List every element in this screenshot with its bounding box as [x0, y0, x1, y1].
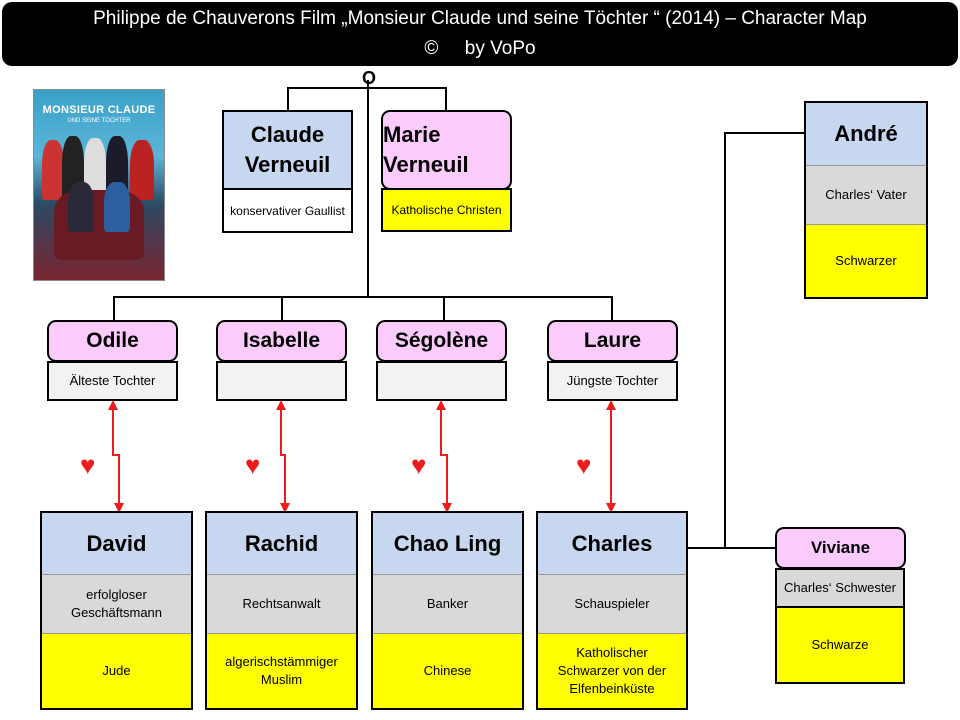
rachid-name: Rachid — [207, 513, 356, 574]
viviane-desc: Charles‘ Schwester — [784, 580, 896, 595]
daughter-drop-segolene — [443, 296, 445, 321]
charles-name: Charles — [538, 513, 686, 574]
character-rachid: Rachid Rechtsanwalt algerischstämmiger M… — [205, 511, 358, 710]
poster-subtitle: UND SEINE TÖCHTER — [67, 118, 131, 124]
title-bar: Philippe de Chauverons Film „Monsieur Cl… — [2, 2, 958, 66]
david-job: erfolgloser Geschäftsmann — [42, 574, 191, 633]
marie-name: Marie Verneuil — [381, 110, 512, 190]
parent-link-right — [445, 87, 447, 111]
chaoling-job: Banker — [373, 574, 522, 633]
charles-link-h — [686, 547, 726, 549]
claude-name: Claude Verneuil — [224, 112, 351, 190]
viviane-origin-box: Schwarze — [775, 606, 905, 684]
claude-desc: konservativer Gaullist — [224, 190, 351, 231]
charles-origin: Katholischer Schwarzer von der Elfenbein… — [538, 633, 686, 708]
chaoling-origin: Chinese — [373, 633, 522, 708]
daughter-odile-desc: Älteste Tochter — [69, 373, 156, 388]
heart-icon: ♥ — [411, 450, 427, 480]
movie-poster: MONSIEUR CLAUDE UND SEINE TÖCHTER — [33, 89, 165, 281]
heart-icon: ♥ — [576, 450, 592, 480]
viviane-desc-box: Charles‘ Schwester — [775, 568, 905, 608]
character-claude: Claude Verneuil konservativer Gaullist — [222, 110, 353, 233]
daughter-drop-isabelle — [281, 296, 283, 321]
family-trunk — [367, 80, 369, 298]
andre-link-h — [724, 132, 806, 134]
daughter-drop-odile — [113, 296, 115, 321]
daughter-drop-laure — [611, 296, 613, 321]
david-origin: Jude — [42, 633, 191, 708]
character-charles: Charles Schauspieler Katholischer Schwar… — [536, 511, 688, 710]
character-chaoling: Chao Ling Banker Chinese — [371, 511, 524, 710]
marie-desc: Katholische Christen — [391, 203, 502, 217]
daughter-segolene-name: Ségolène — [376, 320, 507, 362]
viviane-name: Viviane — [775, 527, 906, 569]
andre-origin: Schwarzer — [806, 224, 926, 297]
love-arrow-odile-david — [108, 400, 124, 513]
character-david: David erfolgloser Geschäftsmann Jude — [40, 511, 193, 710]
daughter-laure-name: Laure — [547, 320, 678, 362]
charles-job: Schauspieler — [538, 574, 686, 633]
andre-link-v — [724, 132, 726, 549]
title-line-1: Philippe de Chauverons Film „Monsieur Cl… — [93, 8, 867, 29]
heart-icon: ♥ — [80, 450, 96, 480]
marriage-marker: O — [362, 68, 377, 88]
marie-desc-box: Katholische Christen — [381, 188, 512, 232]
character-andre: André Charles‘ Vater Schwarzer — [804, 101, 928, 299]
parent-link-left — [287, 87, 289, 111]
daughter-isabelle-name: Isabelle — [216, 320, 347, 362]
chaoling-name: Chao Ling — [373, 513, 522, 574]
rachid-origin: algerischstämmiger Muslim — [207, 633, 356, 708]
daughter-odile-desc-box: Älteste Tochter — [47, 361, 178, 401]
rachid-job: Rechtsanwalt — [207, 574, 356, 633]
david-name: David — [42, 513, 191, 574]
heart-icon: ♥ — [245, 450, 261, 480]
andre-name: André — [806, 103, 926, 165]
viviane-origin: Schwarze — [811, 637, 869, 652]
viviane-link-h — [724, 547, 776, 549]
love-arrow-segolene-chaoling — [436, 400, 452, 513]
daughter-laure-desc: Jüngste Tochter — [566, 373, 659, 388]
daughter-branch — [113, 296, 613, 298]
title-line-2: © by VoPo — [424, 38, 536, 59]
andre-desc: Charles‘ Vater — [806, 165, 926, 224]
poster-title: MONSIEUR CLAUDE — [42, 104, 156, 116]
love-arrow-isabelle-rachid — [276, 400, 290, 513]
